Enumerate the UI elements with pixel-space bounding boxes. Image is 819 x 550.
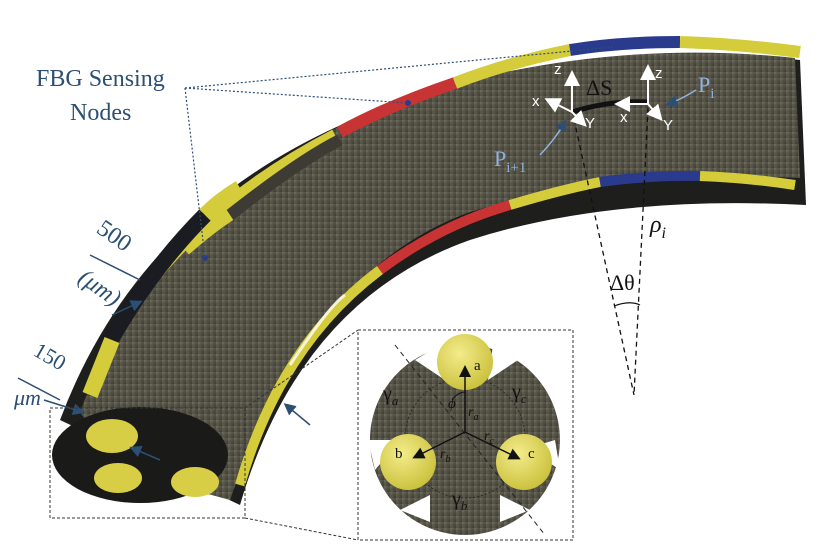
cross-section-inset: a b c γa γc γb ϕ ra rb rc (357, 329, 574, 541)
axis-x-1: x (532, 93, 540, 110)
fbg-label-line1: FBG Sensing (36, 66, 165, 92)
inset-core-c (496, 434, 552, 490)
axis-z-2: z (655, 65, 663, 82)
core-c-label: c (528, 446, 535, 462)
inset-core-a (437, 334, 493, 390)
fbg-node-dot-1 (405, 100, 411, 106)
fiber-body (80, 52, 800, 500)
frame-p-i (614, 64, 663, 122)
fbg-node-dot-2 (611, 44, 617, 50)
fbg-label-line2: Nodes (70, 100, 131, 126)
gamma-b-label: γb (451, 488, 468, 513)
core-b-label: b (395, 446, 403, 462)
core-a-label: a (474, 358, 481, 374)
dim-150-value: 150 (30, 337, 71, 375)
fiber-end-face (52, 407, 228, 503)
fbg-node-red-upper (337, 77, 457, 138)
dim-150-unit: μm (13, 385, 41, 410)
fbg-leader-lines (184, 46, 615, 259)
dim-500-value: 500 (92, 215, 136, 257)
axis-y-1: Y (585, 115, 595, 132)
end-core-c (171, 467, 219, 497)
fbg-node-red-lower (377, 200, 512, 275)
dim-500-unit: (μm) (73, 264, 125, 311)
delta-theta-label: Δθ (610, 270, 635, 295)
axis-x-2: x (620, 109, 628, 126)
axis-z-1: z (554, 61, 562, 78)
r-c-label: rc (484, 429, 494, 447)
fbg-node-blue-lower (599, 170, 701, 187)
zoom-source-box (49, 407, 246, 519)
phi-label: ϕ (448, 396, 456, 412)
r-a-label: ra (468, 405, 478, 423)
axis-y-2: Y (663, 117, 673, 134)
frame-p-i-plus-1 (544, 70, 587, 127)
end-core-b (94, 463, 142, 493)
inset-core-b (380, 434, 436, 490)
rho-label: ρi (649, 212, 666, 242)
fbg-node-blue-upper (569, 36, 681, 56)
r-b-label: rb (440, 447, 450, 465)
gamma-a-label: γa (382, 383, 399, 408)
delta-s-label: ΔS (586, 75, 612, 100)
curvature-geometry: Δθ ρi (571, 107, 666, 396)
p-i-plus-1-label: Pi+1 (494, 146, 526, 176)
left-grating-strip (82, 181, 245, 398)
gamma-c-label: γc (511, 381, 527, 406)
p-i-label: Pi (698, 72, 714, 102)
end-core-a (86, 419, 138, 453)
fbg-node-dot-3 (202, 255, 208, 261)
lower-grating-strip (235, 170, 796, 487)
